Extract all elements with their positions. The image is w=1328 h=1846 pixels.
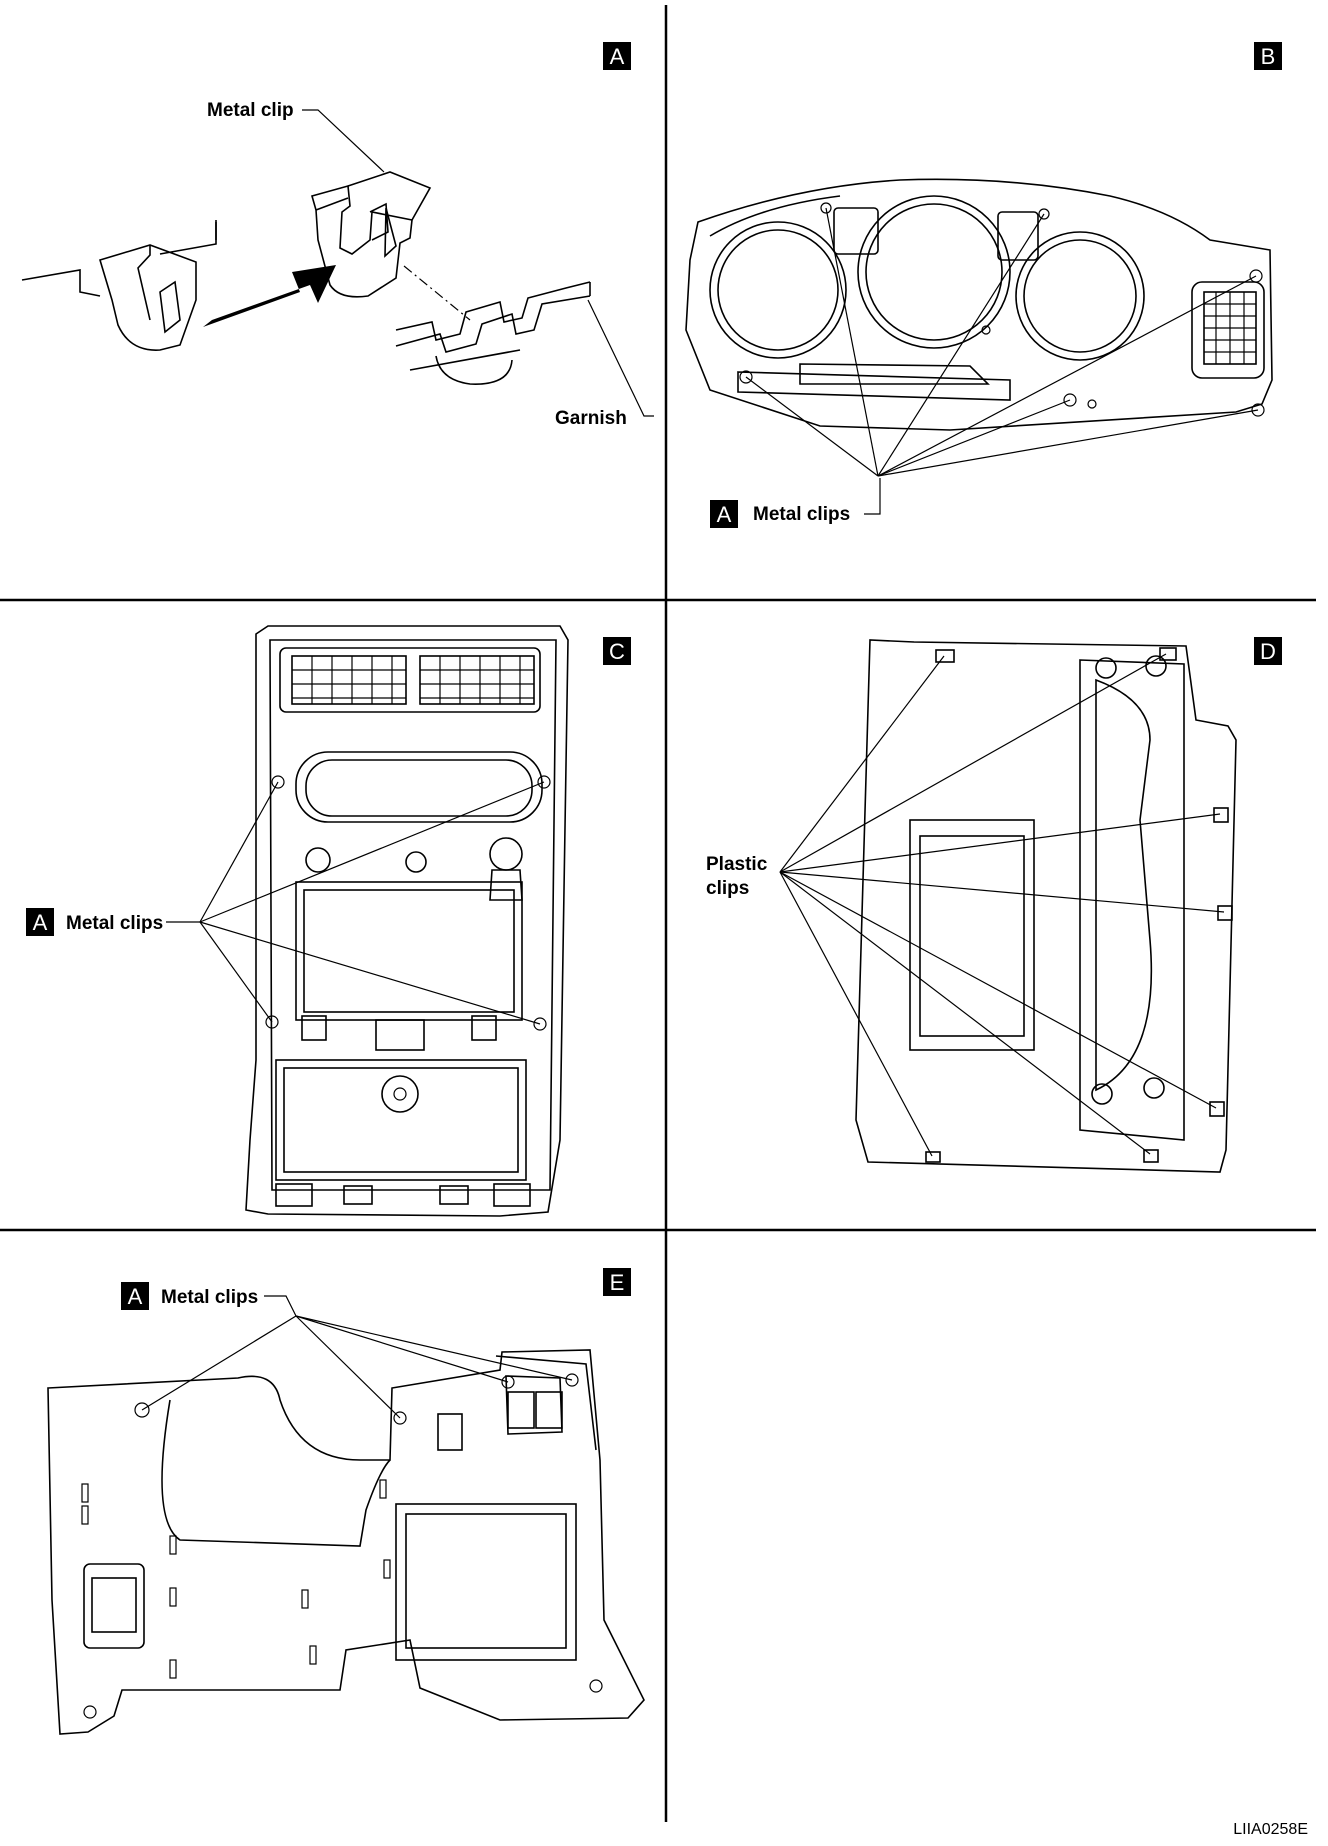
panel-e-badge: E xyxy=(610,1270,625,1295)
figure-code: LIIA0258E xyxy=(1233,1821,1308,1838)
panel-b-callout-badge-box xyxy=(710,500,738,528)
combination-meter-finisher xyxy=(685,178,1273,431)
garnish-illustration xyxy=(395,281,591,385)
console-side-finisher xyxy=(855,639,1237,1173)
panel-e-callout-lines xyxy=(141,1295,573,1419)
garnish-label: Garnish xyxy=(555,408,627,429)
garnish-leader xyxy=(587,299,654,417)
panel-e-metal-clips-label: Metal clips xyxy=(161,1287,258,1308)
panel-c: C xyxy=(26,625,631,1217)
panel-dividers xyxy=(0,5,1316,1822)
alignment-centerline xyxy=(403,265,471,321)
panel-b-callout-lines xyxy=(745,207,1259,515)
panel-a: A Metal clip xyxy=(21,42,654,429)
panel-c-badge-box xyxy=(603,637,631,665)
plastic-clips-label-line2: clips xyxy=(706,878,749,899)
metal-clip-leader xyxy=(302,109,385,173)
panel-e-callout-badge: A xyxy=(128,1284,143,1309)
panel-e: E xyxy=(47,1268,645,1735)
panel-e-callout-badge-box xyxy=(121,1282,149,1310)
panel-c-badge: C xyxy=(609,639,625,664)
install-direction-arrow xyxy=(203,265,336,327)
panel-d: D Plastic xyxy=(706,637,1282,1173)
cluster-lid-c xyxy=(245,625,569,1217)
panel-c-callout-badge: A xyxy=(33,910,48,935)
panel-d-badge-box xyxy=(1254,637,1282,665)
panel-c-callout-badge-box xyxy=(26,908,54,936)
panel-d-callout-lines xyxy=(779,653,1225,1157)
panel-b-callout-badge: A xyxy=(717,502,732,527)
panel-b-badge: B xyxy=(1261,44,1276,69)
panel-b-metal-clips-label: Metal clips xyxy=(753,504,850,525)
panel-a-badge-box xyxy=(603,42,631,70)
panel-b-badge-box xyxy=(1254,42,1282,70)
plastic-clips-label-line1: Plastic xyxy=(706,854,768,875)
metal-clip-label: Metal clip xyxy=(207,100,294,121)
metal-clip-illustration xyxy=(311,171,432,298)
clip-on-panel-illustration xyxy=(21,220,217,351)
panel-c-metal-clips-label: Metal clips xyxy=(66,913,163,934)
panel-d-badge: D xyxy=(1260,639,1276,664)
instrument-lower-panel xyxy=(47,1349,645,1735)
panel-a-badge: A xyxy=(610,44,625,69)
panel-e-badge-box xyxy=(603,1268,631,1296)
panel-c-callout-lines xyxy=(166,781,545,1025)
panel-b: B xyxy=(685,42,1282,528)
